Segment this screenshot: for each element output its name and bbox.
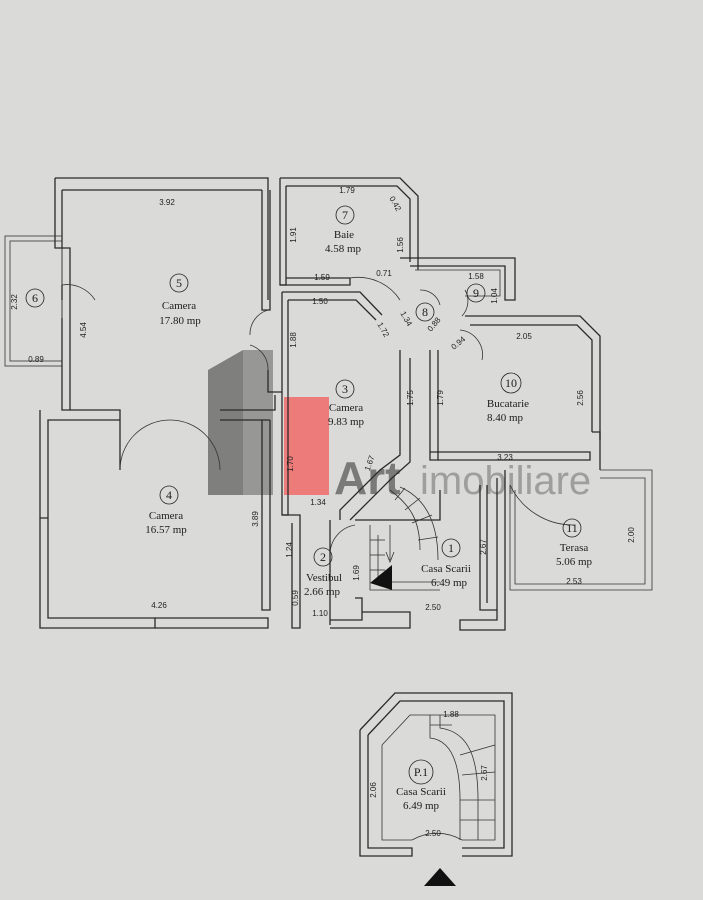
room-8-number: 8	[422, 305, 428, 319]
room-5-area: 17.80 mp	[159, 315, 201, 327]
room-10-number: 10	[505, 376, 517, 390]
stair-plan-p1: 1.88 2.06 2.67 2.50 P.1 Casa Scarii 6.49…	[359, 692, 513, 886]
dim-426: 4.26	[151, 601, 167, 610]
dim-188: 1.88	[289, 332, 298, 348]
room-11-area: 5.06 mp	[556, 556, 593, 568]
dim-170: 1.70	[286, 456, 295, 472]
room-9-number: 9	[473, 286, 479, 300]
room-2-area: 2.66 mp	[304, 586, 341, 598]
dim-232: 2.32	[10, 294, 19, 310]
watermark-gray-block	[208, 350, 243, 495]
room-4-circle	[159, 485, 179, 505]
room-6-number: 6	[32, 291, 38, 305]
room-7-number: 7	[342, 208, 348, 222]
dim-104: 1.04	[490, 288, 499, 304]
room-10-name: Bucatarie	[487, 398, 529, 410]
room-2-circle	[313, 547, 333, 567]
dim-179b: 1.79	[436, 390, 445, 406]
entrance-arrow-icon	[370, 565, 392, 590]
dim-134b: 1.34	[310, 498, 326, 507]
room-9-circle	[466, 283, 486, 303]
room-markers	[25, 205, 582, 785]
dim-110: 1.10	[312, 609, 328, 618]
room-p1-number: P.1	[414, 765, 428, 779]
room-11-name: Terasa	[560, 542, 589, 554]
watermark-brand-bold: Art	[334, 452, 400, 504]
room-1-name: Casa Scarii	[421, 563, 471, 575]
dim-188b: 1.88	[443, 710, 459, 719]
room-5-number: 5	[176, 276, 182, 290]
dim-191: 1.91	[289, 227, 298, 243]
room-p1-name: Casa Scarii	[396, 786, 446, 798]
room-2-name: Vestibul	[306, 572, 342, 584]
room-6-circle	[25, 288, 45, 308]
dim-071: 0.71	[376, 269, 392, 278]
room-labels: 1 Casa Scarii 6.49 mp 2 Vestibul 2.66 mp…	[32, 208, 593, 598]
room-4-name: Camera	[149, 510, 183, 522]
dim-250b: 2.50	[425, 829, 441, 838]
dim-256: 2.56	[576, 390, 585, 406]
room-7-area: 4.58 mp	[325, 243, 362, 255]
dim-250: 2.50	[425, 603, 441, 612]
room-8-circle	[415, 302, 435, 322]
room-5-name: Camera	[162, 300, 196, 312]
room-3-area: 9.83 mp	[328, 416, 365, 428]
dim-059: 0.59	[291, 590, 300, 606]
room-11-circle	[562, 518, 582, 538]
room-p1-area: 6.49 mp	[403, 800, 440, 812]
dim-267b: 2.67	[480, 765, 489, 781]
dim-267: 2.67	[479, 539, 488, 555]
room-4-area: 16.57 mp	[145, 524, 187, 536]
dim-159: 1.59	[314, 273, 330, 282]
watermark-red-block	[284, 397, 329, 495]
dim-169: 1.69	[352, 565, 361, 581]
p1-entrance-arrow-icon	[424, 868, 456, 886]
walls-main	[4, 177, 653, 631]
doors	[61, 276, 576, 556]
room-1-circle	[441, 538, 461, 558]
dim-205: 2.05	[516, 332, 532, 341]
dim-253: 2.53	[566, 577, 582, 586]
dim-179: 1.79	[339, 186, 355, 195]
dim-389: 3.89	[251, 511, 260, 527]
dim-323: 3.23	[497, 453, 513, 462]
dim-156: 1.56	[396, 237, 405, 253]
room-7-circle	[335, 205, 355, 225]
room-5-circle	[169, 273, 189, 293]
dim-200: 2.00	[627, 527, 636, 543]
dim-175: 1.75	[406, 390, 415, 406]
room-10-circle	[500, 372, 522, 394]
dim-124: 1.24	[285, 542, 294, 558]
room-2-number: 2	[320, 550, 326, 564]
room-11-number: 11	[566, 521, 578, 535]
room-1-number: 1	[448, 541, 454, 555]
room-7-name: Baie	[334, 229, 354, 241]
dim-392: 3.92	[159, 198, 175, 207]
dim-454: 4.54	[79, 322, 88, 338]
dim-150: 1.50	[312, 297, 328, 306]
room-3-number: 3	[342, 382, 348, 396]
room-3-name: Camera	[329, 402, 363, 414]
room-4-number: 4	[166, 488, 172, 502]
dim-206: 2.06	[369, 782, 378, 798]
room-1-area: 6.49 mp	[431, 577, 468, 589]
room-p1-circle	[408, 759, 434, 785]
room-3-circle	[335, 379, 355, 399]
dim-158: 1.58	[468, 272, 484, 281]
room-10-area: 8.40 mp	[487, 412, 524, 424]
stairs-main	[369, 486, 440, 591]
dim-089: 0.89	[28, 355, 44, 364]
